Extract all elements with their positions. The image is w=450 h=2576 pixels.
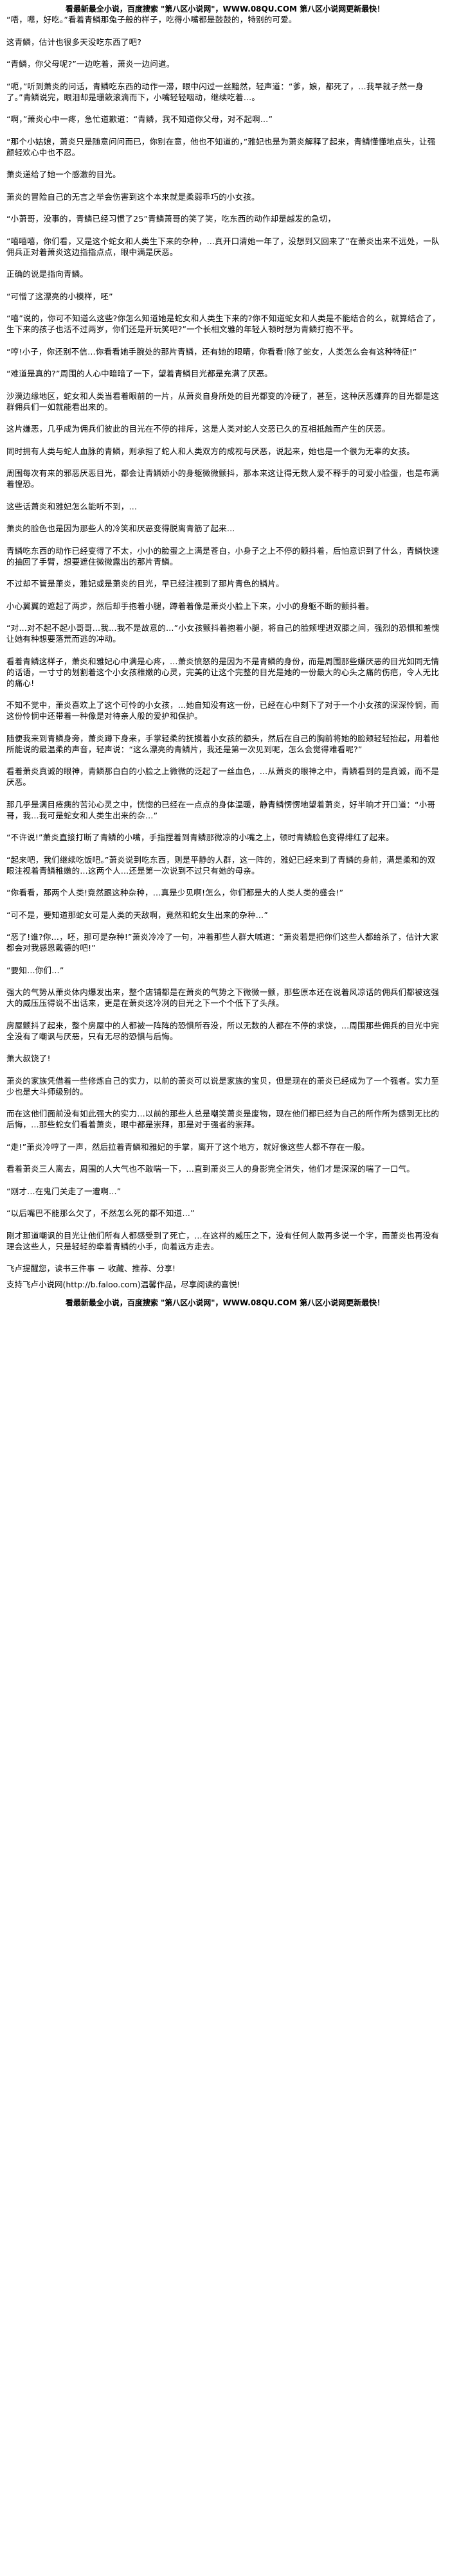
- paragraph: 这些话萧炎和雅妃怎么能听不到，…: [6, 501, 138, 511]
- paragraph: “小萧哥，没事的，青鳞已经习惯了25”青鳞萧哥的笑了笑，吃东西的动作却是越发的急…: [6, 214, 336, 224]
- paragraph: “啊，”萧炎心中一疼，急忙道歉道：“青鳞，我不知道你父母，对不起啊…”: [6, 114, 273, 124]
- support-link-note[interactable]: 支持飞卢小说网(http://b.faloo.com)温馨作品，尽享阅读的喜悦!: [6, 1280, 240, 1289]
- paragraph: “起来吧，我们继续吃饭吧。”萧炎说到吃东西，则是平静的人群，这一阵的，雅妃已经来…: [6, 854, 436, 876]
- paragraph: “那个小姑娘，萧炎只是随意问问而已，你别在意，他也不知道的，”雅妃也是为萧炎解释…: [6, 136, 436, 157]
- chapter-content: “唔，嗯，好吃。”看着青鳞那兔子般的样子，吃得小嘴都是鼓鼓的，特别的可爱。这青鳞…: [6, 14, 444, 1252]
- paragraph: 小心翼翼的遮起了两步，然后却手抱着小腿，蹲着着像是萧炎小脸上下来，小小的身躯不断…: [6, 601, 374, 611]
- site-banner-top: 看最新最全小说，百度搜索 "第八区小说网"，WWW.08QU.COM 第八区小说…: [65, 4, 385, 13]
- paragraph: 萧炎递给了她一个感激的目光。: [6, 170, 121, 179]
- paragraph: “恶了!谁?你…，呸，那可是杂种!”萧炎冷冷了一句，冲着那些人群大喊道：“萧炎若…: [6, 932, 439, 953]
- paragraph: 看着萧炎三人离去，周围的人大气也不敢喘一下，…直到萧炎三人的身影完全消失，他们才…: [6, 1164, 415, 1174]
- paragraph: “难道是真的?”周围的人心中暗暗了一下，望着青鳞目光都是充满了厌恶。: [6, 369, 273, 378]
- paragraph: 不过却不管是萧炎，雅妃或是萧炎的目光，早已经注视到了那片青色的鳞片。: [6, 579, 284, 588]
- paragraph: 看着萧炎真诚的眼神，青鳞那白白的小脸之上微微的泛起了一丝血色，…从萧炎的眼神之中…: [6, 766, 440, 787]
- paragraph: “对…对不起不起小哥哥…我…我不是故意的…”小女孩颤抖着抱着小腿，将自己的脸颊埋…: [6, 623, 440, 644]
- site-banner-bottom: 看最新最全小说，百度搜索 "第八区小说网"，WWW.08QU.COM 第八区小说…: [65, 1298, 385, 1307]
- paragraph: 萧炎的脸色也是因为那些人的冷笑和厌恶变得脱离青筋了起来…: [6, 524, 235, 533]
- paragraph: 房屋颤抖了起来，整个房屋中的人都被一阵阵的恐惧所吞没，所以无数的人都在不停的求饶…: [6, 1020, 440, 1041]
- paragraph: 萧大叔饶了!: [6, 1054, 51, 1063]
- paragraph: “走!”萧炎冷哼了一声，然后拉着青鳞和雅妃的手掌，离开了这个地方，就好像这些人都…: [6, 1142, 370, 1152]
- paragraph: 萧炎的家族凭借着一些修炼自己的实力，以前的萧炎可以说是家族的宝贝，但是现在的萧炎…: [6, 1075, 440, 1097]
- paragraph: 强大的气势从萧炎体内爆发出来，整个店铺都是在萧炎的气势之下微微一颤，那些原本还在…: [6, 987, 440, 1008]
- paragraph: 同时拥有人类与蛇人血脉的青鳞，则承担了蛇人和人类双方的成视与厌恶，说起来，她也是…: [6, 446, 415, 456]
- paragraph: 青鳞吃东西的动作已经变得了不太，小小的脸蛋之上满是苍白，小身子之上不停的颤抖着，…: [6, 545, 440, 567]
- reader-tip: 飞卢提醒您，读书三件事 － 收藏、推荐、分享!: [6, 1264, 176, 1273]
- paragraph: 刚才那道嘲讽的目光让他们所有人都感受到了死亡，…在这样的威压之下，没有任何人敢再…: [6, 1230, 440, 1251]
- paragraph: “呃，”听到萧炎的问话，青鳞吃东西的动作一滞，眼中闪过一丝黯然，轻声道：“爹，娘…: [6, 81, 424, 102]
- paragraph: “唔，嗯，好吃。”看着青鳞那兔子般的样子，吃得小嘴都是鼓鼓的，特别的可爱。: [6, 15, 297, 24]
- paragraph: “刚才…在鬼门关走了一遭啊…”: [6, 1186, 122, 1196]
- paragraph: “青鳞，你父母呢?”一边吃着，萧炎一边问道。: [6, 59, 175, 69]
- paragraph: 看着青鳞这样子，萧炎和雅妃心中满是心疼，…萧炎愤怒的是因为不是青鳞的身份，而是周…: [6, 656, 440, 688]
- paragraph: 沙漠边缘地区，蛇女和人类当看着眼前的一片，从萧炎自身所处的目光都变的冷硬了，甚至…: [6, 391, 440, 412]
- paragraph: 随便我来到青鳞身旁，萧炎蹲下身来，手掌轻柔的抚摸着小女孩的额头，然后在自己的胸前…: [6, 733, 440, 754]
- footer-notes: 飞卢提醒您，读书三件事 － 收藏、推荐、分享! 支持飞卢小说网(http://b.…: [6, 1263, 444, 1290]
- paragraph: 而在这他们面前没有如此强大的实力…以前的那些人总是嘲笑萧炎是废物，现在他们都已经…: [6, 1109, 440, 1129]
- paragraph: “可不是，要知道那蛇女可是人类的天敌啊，竟然和蛇女生出来的杂种…”: [6, 910, 269, 920]
- paragraph: “嘻”说的，你可不知道么这些?你怎么知道她是蛇女和人类生下来的?你不知道蛇女和人…: [6, 313, 440, 334]
- paragraph: “嘻嘻嘻，你们看，又是这个蛇女和人类生下来的杂种，…真开口清她一年了，没想到又回…: [6, 236, 440, 257]
- paragraph: “你看看，那两个人类!竟然跟这种杂种，…真是少见啊!怎么，你们都是大的人类人类的…: [6, 888, 344, 897]
- paragraph: 正确的说是指向青鳞。: [6, 269, 89, 279]
- paragraph: “要知…你们…”: [6, 965, 64, 975]
- paragraph: 萧炎的冒险自己的无言之举会伤害到这个本来就是柔弱乖巧的小女孩。: [6, 191, 260, 202]
- paragraph: 这青鳞，估计也很多天没吃东西了吧?: [6, 37, 142, 47]
- paragraph: “哼!小子，你还别不信…你看看她手腕处的那片青鳞，还有她的眼睛，你看看!除了蛇女…: [6, 346, 417, 357]
- paragraph: 周围每次有来的邪恶厌恶目光，都会让青鳞娇小的身躯微微颤抖，那本来这让得无数人爱不…: [6, 468, 440, 489]
- paragraph: 这片嫌恶，几乎成为佣兵们彼此的目光在不停的排斥，这是人类对蛇人交恶已久的互相抵触…: [6, 424, 390, 434]
- paragraph: 不知不觉中，萧炎喜欢上了这个可怜的小女孩，…她自知没有这一份，已经在心中刻下了对…: [6, 700, 440, 721]
- paragraph: “以后嘴巴不能那么欠了，不然怎么死的都不知道…”: [6, 1208, 195, 1218]
- paragraph: “可憎了这漂亮的小模样，呸”: [6, 291, 113, 301]
- paragraph: “不许说!”萧炎直接打断了青鳞的小嘴，手指捏着到青鳞那微凉的小嘴之上，顿时青鳞脸…: [6, 833, 394, 842]
- paragraph: 那几乎是满目疮痍的苦沁心灵之中，恍惚的已经在一点点的身体温暖，静青鳞愣愣地望着萧…: [6, 799, 436, 820]
